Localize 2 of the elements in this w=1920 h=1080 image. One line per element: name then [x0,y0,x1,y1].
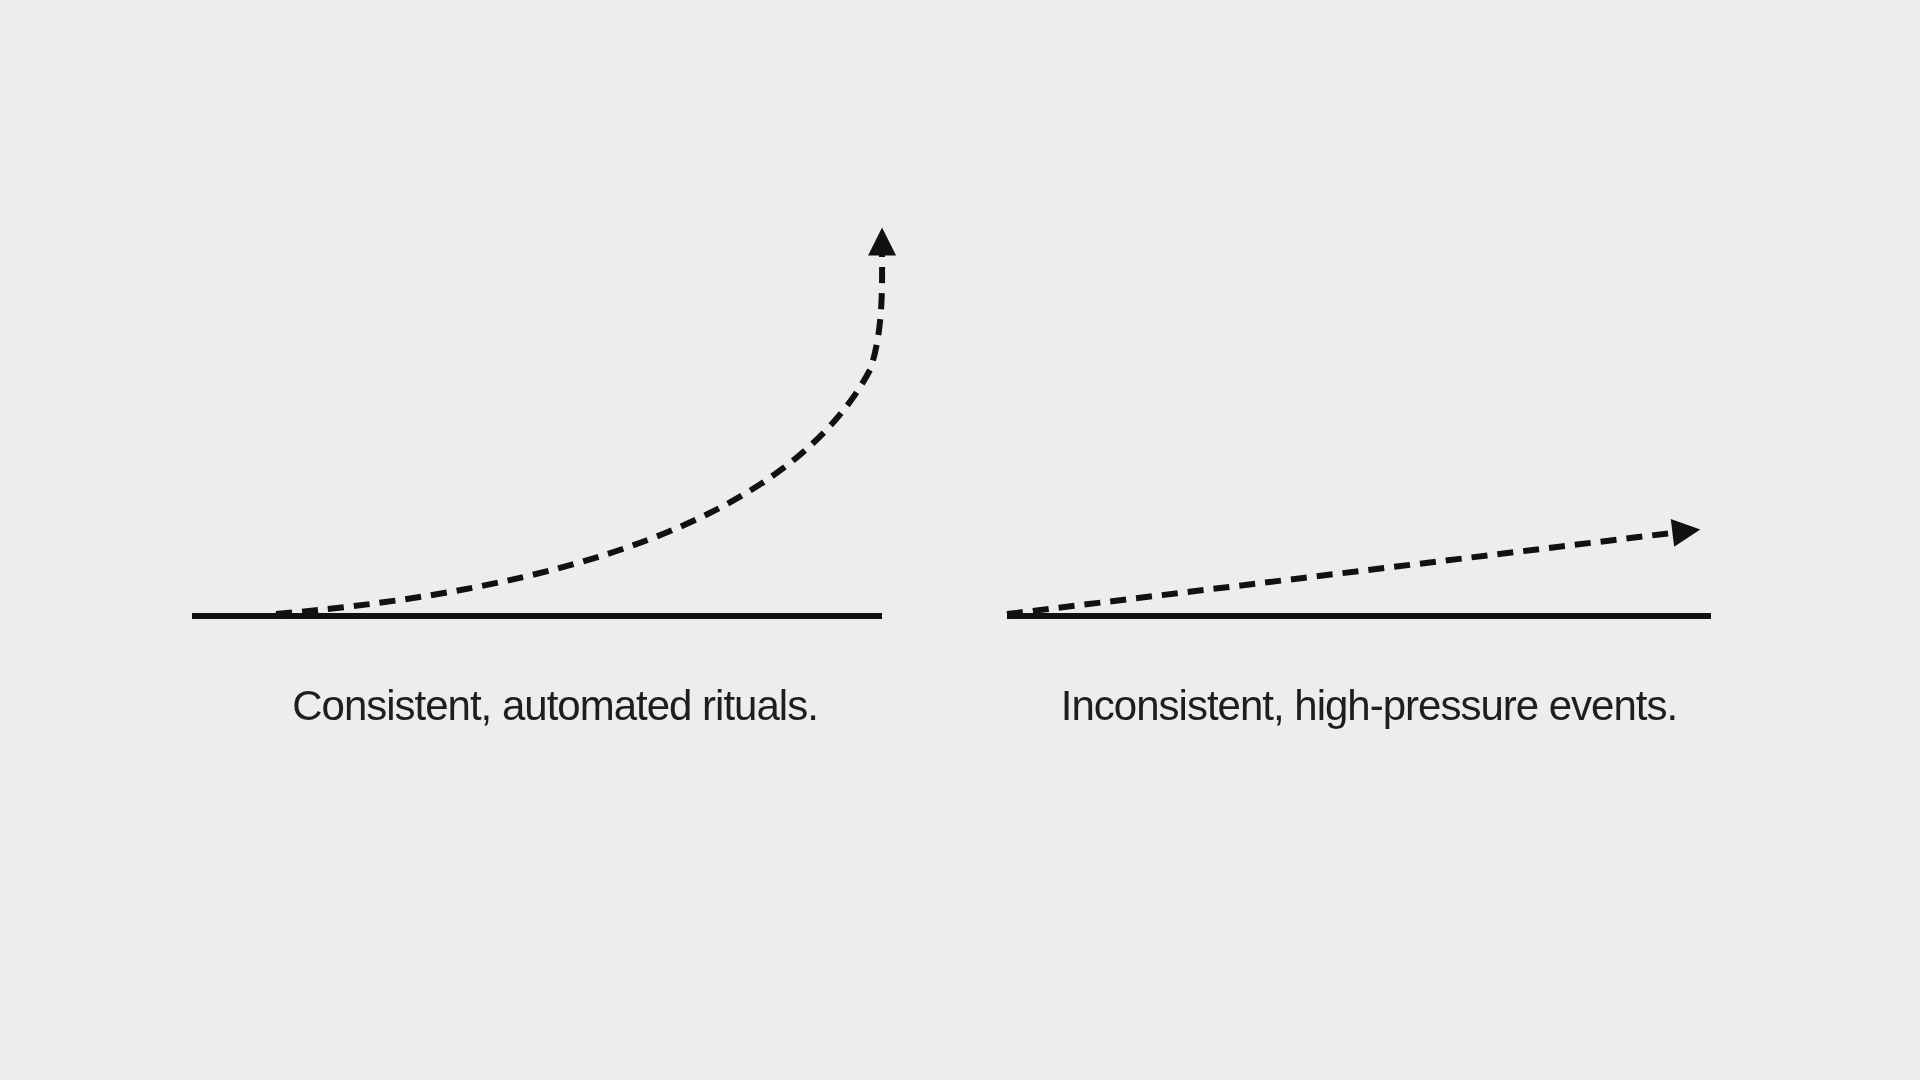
caption-text: Consistent, automated rituals. [292,682,818,730]
caption-text: Inconsistent, high-pressure events. [1060,682,1678,730]
